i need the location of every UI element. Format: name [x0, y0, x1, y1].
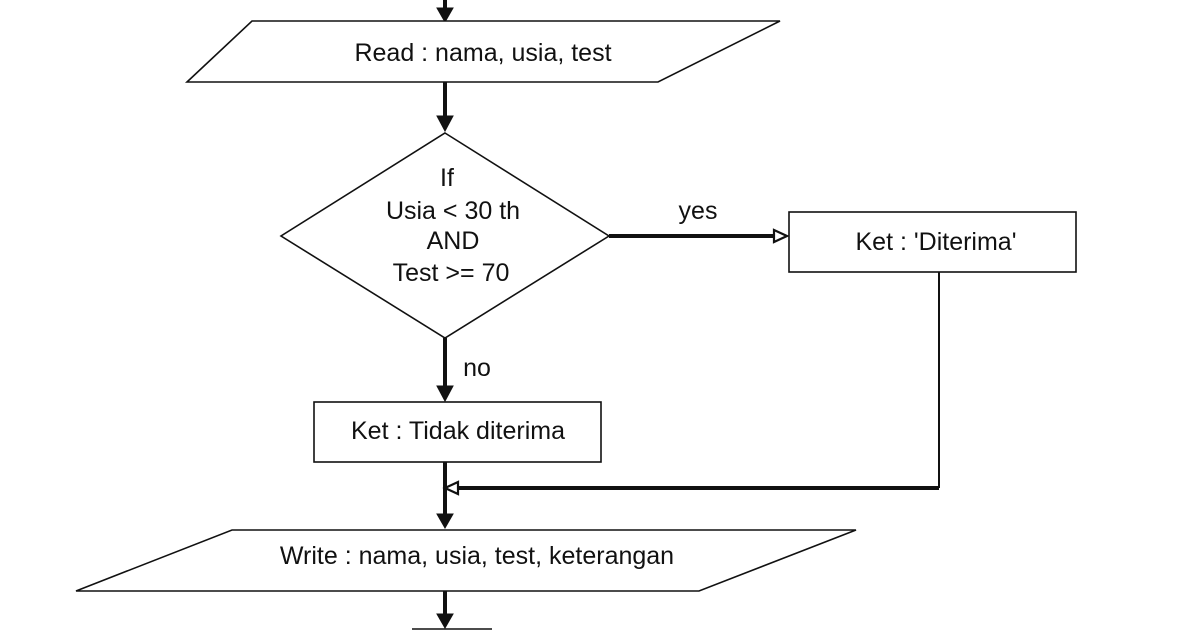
rejected-node: Ket : Tidak diterima	[313, 401, 602, 463]
edge-no-label: no	[463, 354, 491, 382]
edge-accepted-merge	[442, 272, 940, 496]
edge-read-to-decision	[436, 82, 454, 133]
decision-node: If Usia < 30 th AND Test >= 70	[279, 132, 611, 339]
decision-line-and: AND	[427, 227, 480, 255]
rejected-label: Ket : Tidak diterima	[351, 417, 565, 445]
read-input-node: Read : nama, usia, test	[184, 20, 781, 83]
decision-line-test: Test >= 70	[393, 259, 510, 287]
write-output-label: Write : nama, usia, test, keterangan	[280, 542, 674, 570]
write-output-node: Write : nama, usia, test, keterangan	[75, 529, 857, 592]
accepted-node: Ket : 'Diterima'	[788, 211, 1077, 273]
edge-no: no	[436, 338, 491, 403]
edge-rejected-to-write	[436, 462, 454, 530]
read-input-label: Read : nama, usia, test	[354, 39, 611, 67]
accepted-label: Ket : 'Diterima'	[856, 228, 1017, 256]
edge-yes: yes	[609, 197, 790, 244]
edge-entry-to-read	[436, 0, 454, 24]
decision-line-age: Usia < 30 th	[386, 197, 520, 225]
edge-yes-label: yes	[679, 197, 718, 225]
edge-write-to-next	[436, 591, 454, 630]
decision-line-if: If	[440, 164, 454, 192]
